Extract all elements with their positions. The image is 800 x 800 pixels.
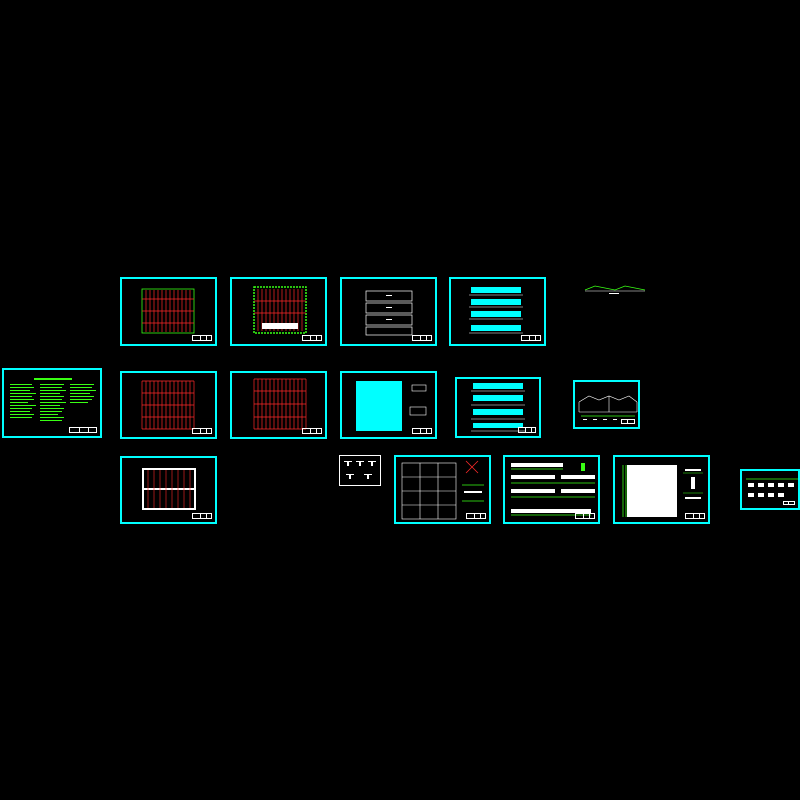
sheet-general-notes[interactable] — [2, 368, 102, 438]
title-block — [192, 513, 212, 519]
title-block — [412, 335, 432, 341]
cyan-fill-roof — [356, 381, 427, 431]
sheet-node-details[interactable] — [740, 469, 800, 510]
red-grid-plan — [141, 288, 195, 334]
sheet-plan-5[interactable] — [230, 371, 327, 439]
title-block — [466, 513, 486, 519]
white-bay-plan — [401, 460, 484, 520]
sheet-elevation-2[interactable] — [455, 377, 541, 438]
sheet-plan-2[interactable] — [230, 277, 327, 346]
title-block — [621, 419, 635, 424]
node-detail-drawings — [746, 478, 798, 497]
notes-text-block — [10, 378, 96, 421]
title-block — [302, 335, 322, 341]
red-grid-plan-green-edge — [253, 286, 307, 334]
title-block — [192, 335, 212, 341]
cyan-band-elevation — [469, 287, 523, 334]
title-block — [518, 427, 536, 433]
sheet-plan-1[interactable] — [120, 277, 217, 346]
title-block — [783, 501, 795, 505]
red-grid-plan-dense — [253, 378, 307, 430]
sheet-plan-3[interactable] — [340, 277, 437, 346]
title-block — [69, 427, 97, 433]
sheet-foundation-plan[interactable] — [120, 456, 217, 524]
title-block — [521, 335, 541, 341]
cyan-band-elevation — [471, 383, 525, 432]
sheet-elevation-1[interactable] — [449, 277, 546, 346]
sheet-roof-plan[interactable] — [340, 371, 437, 439]
white-dot-foundation — [142, 468, 196, 510]
white-frame-plan — [365, 290, 413, 336]
sheet-detail-tiny[interactable] — [339, 455, 381, 486]
white-wall-panel — [622, 465, 703, 517]
title-block — [302, 428, 322, 434]
title-block — [685, 513, 705, 519]
sheet-bracing-elev[interactable] — [503, 455, 600, 524]
small-details — [344, 461, 376, 479]
white-strip-elevations — [511, 463, 595, 516]
sheet-section-2[interactable] — [573, 380, 640, 429]
title-block — [412, 428, 432, 434]
sheet-purlin-plan[interactable] — [394, 455, 491, 524]
sheet-plan-4[interactable] — [120, 371, 217, 439]
title-block — [575, 513, 595, 519]
sheet-section-small[interactable] — [583, 278, 647, 296]
red-grid-plan-dense — [141, 380, 195, 430]
title-block — [192, 428, 212, 434]
sheet-wall-panel[interactable] — [613, 455, 710, 524]
